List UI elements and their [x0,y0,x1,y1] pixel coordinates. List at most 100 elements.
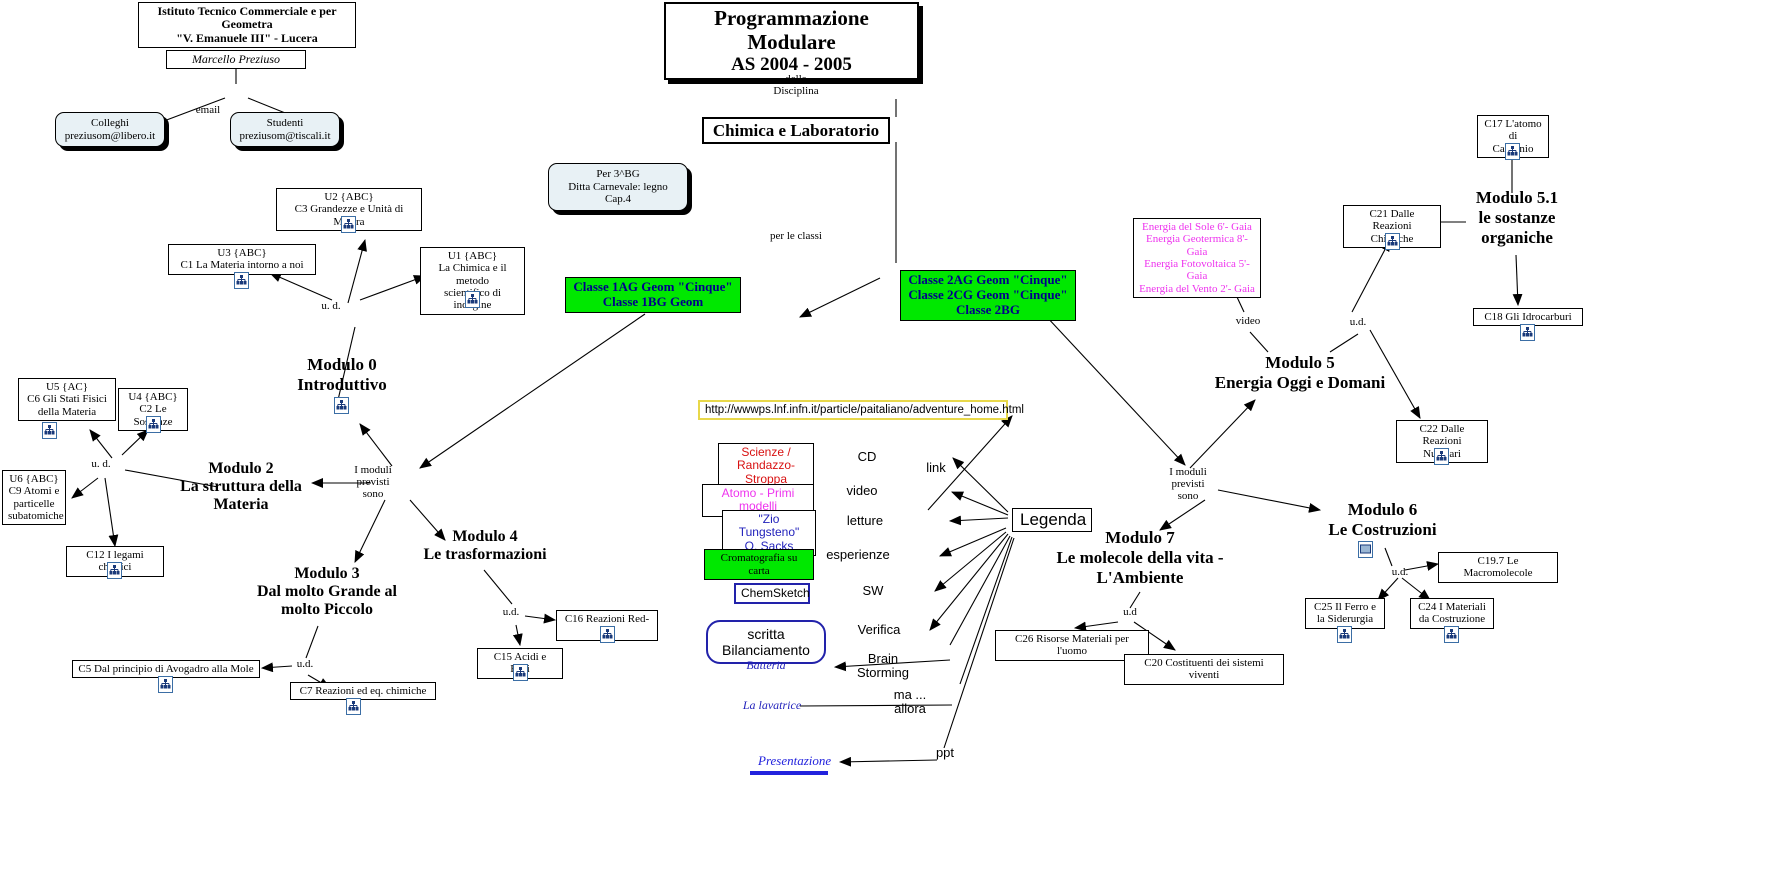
della-line-2: Disciplina [773,85,819,98]
class-1-line-1: Classe 1AG Geom "Cinque" [573,279,733,294]
submap-icon-c12[interactable] [107,562,122,579]
institute-box[interactable]: Istituto Tecnico Commerciale e per Geome… [138,2,356,49]
scienze-line-1: Scienze / [741,445,791,459]
legend-target-batteria[interactable]: Batteria [736,658,796,673]
module-3[interactable]: Modulo 3 Dal molto Grande al molto Picco… [232,565,422,619]
c24-line-2: da Costruzione [1418,613,1486,626]
concept-c19-box[interactable]: C19.7 Le Macromolecole [1438,552,1558,583]
module-0[interactable]: Modulo 0 Introduttivo [262,355,422,395]
colleghi-email: preziusom@libero.it [64,129,156,142]
submap-icon-u5[interactable] [42,422,57,439]
concept-c7-box[interactable]: C7 Reazioni ed eq. chimiche [290,682,436,701]
unit-u5-box[interactable]: U5 {AC} C6 Gli Stati Fisici della Materi… [18,378,116,421]
allora-line-2: allora [894,701,926,717]
legend-label-cd: CD [857,449,877,464]
submap-icon-c24[interactable] [1444,626,1459,643]
submap-icon-c18[interactable] [1520,324,1535,341]
zio-line-1: "Zio Tungsteno" [738,512,800,540]
u5-line-2: C6 Gli Stati Fisici [27,393,107,406]
legend-target-presentazione[interactable]: Presentazione [750,752,831,775]
cromatografia-label: Cromatografia su carta [720,552,798,577]
legend-target-zio-tungsteno[interactable]: "Zio Tungsteno" O. Sacks [722,510,816,557]
brain-line-1: Brain [867,651,899,666]
module-5-1[interactable]: Modulo 5.1 le sostanze organiche [1452,188,1582,248]
legend-target-chemsketch[interactable]: ChemSketch [734,583,810,605]
moduli-previsti-right-label: I moduli previsti sono [1150,466,1226,502]
author-box[interactable]: Marcello Preziuso [166,50,306,70]
unit-u1-box[interactable]: U1 {ABC} La Chimica e il metodo scientif… [420,247,525,315]
legend-title-box[interactable]: Legenda [1012,508,1092,532]
unit-u3-box[interactable]: U3 {ABC} C1 La Materia intorno a noi [168,244,316,275]
atomo-label: Atomo - Primi modelli [721,486,795,514]
batteria-label: Batteria [746,658,786,672]
unit-u6-box[interactable]: U6 {ABC} C9 Atomi e particelle subatomic… [2,470,66,526]
submap-icon-u4[interactable] [146,416,161,433]
ud-label-modulo5: u.d. [1349,316,1367,328]
concept-c5-box[interactable]: C5 Dal principio di Avogadro alla Mole [72,660,260,679]
ud-label-modulo7: u.d [1123,606,1137,618]
u2-line-1: U2 {ABC} [324,191,374,203]
submap-icon-u2[interactable] [341,216,356,233]
legend-label-video: video [846,483,878,498]
discipline-box[interactable]: Chimica e Laboratorio [702,117,890,145]
module-4[interactable]: Modulo 4 Le trasformazioni [405,528,565,564]
main-title-line-1: Programmazione Modulare [714,6,869,54]
legend-target-cromatografia[interactable]: Cromatografia su carta [704,549,814,581]
u4-line-1: U4 {ABC} [128,391,178,403]
class-group-2-box[interactable]: Classe 2AG Geom "Cinque" Classe 2CG Geom… [900,270,1076,321]
submap-icon-c15[interactable] [513,664,528,681]
submap-icon-module-0[interactable] [334,397,349,414]
submap-icon-u3[interactable] [234,272,249,289]
ditta-line-1: Per 3^BG [596,168,640,180]
concept-c18-box[interactable]: C18 Gli Idrocarburi [1473,308,1583,327]
energia-gaia-box[interactable]: Energia del Sole 6'- Gaia Energia Geoter… [1133,218,1261,298]
submap-icon-c16[interactable] [600,626,615,643]
module-2[interactable]: Modulo 2 La struttura della Materia [160,460,322,514]
concept-c17-box[interactable]: C17 L'atomo di Carbonio [1477,115,1549,158]
ud-label-modulo4: u.d. [502,606,520,618]
class-group-1-box[interactable]: Classe 1AG Geom "Cinque" Classe 1BG Geom [565,277,741,313]
u6-line-2: C9 Atomi e [8,485,60,498]
ditta-carnevale-note[interactable]: Per 3^BG Ditta Carnevale: legno Cap.4 [548,163,688,211]
module-7-name: Modulo 7 [1105,528,1175,547]
module-7[interactable]: Modulo 7 Le molecole della vita - L'Ambi… [1020,528,1260,588]
submap-icon-u1[interactable] [465,291,480,308]
legend-target-bilanciamento[interactable]: scritta Bilanciamento [706,620,826,664]
u6-line-1: U6 {ABC} [9,473,59,485]
module-4-subtitle: Le trasformazioni [423,546,547,563]
submap-icon-c17[interactable] [1505,143,1520,160]
module-5-1-subtitle-2: organiche [1481,228,1553,247]
concept-c24-box[interactable]: C24 I Materiali da Costruzione [1410,598,1494,629]
legend-label-ppt: ppt [935,745,955,760]
moduli-left-line-2: previsti [356,476,390,489]
submap-icon-c5[interactable] [158,676,173,693]
c25-line-2: la Siderurgia [1316,613,1374,626]
u5-line-3: della Materia [37,405,97,418]
submap-icon-c21[interactable] [1385,233,1400,250]
moduli-right-line-1: I moduli [1169,466,1207,478]
legend-target-lavatrice[interactable]: La lavatrice [736,698,808,713]
legend-url-box[interactable]: http://wwwps.lnf.infn.it/particle/paital… [698,400,1024,420]
concept-c26-box[interactable]: C26 Risorse Materiali per l'uomo [995,630,1149,661]
module-6[interactable]: Modulo 6 Le Costruzioni [1300,500,1465,540]
colleghi-box[interactable]: Colleghi preziusom@libero.it [55,112,165,148]
main-title-box[interactable]: Programmazione Modulare AS 2004 - 2005 [664,2,919,81]
ud-label-modulo2: u. d. [91,458,111,470]
concept-c25-box[interactable]: C25 Il Ferro e la Siderurgia [1305,598,1385,629]
submap-icon-c25[interactable] [1337,626,1352,643]
ud-label-modulo6: u.d. [1391,566,1409,578]
module-5[interactable]: Modulo 5 Energia Oggi e Domani [1195,353,1405,393]
studenti-box[interactable]: Studenti preziusom@tiscali.it [230,112,340,148]
moduli-left-line-1: I moduli [354,464,392,476]
submap-icon-module-6[interactable] [1358,541,1373,558]
submap-icon-c22[interactable] [1434,448,1449,465]
module-5-subtitle: Energia Oggi e Domani [1214,373,1386,392]
main-title-line-2: AS 2004 - 2005 [731,54,852,76]
module-4-name: Modulo 4 [452,528,518,545]
module-6-subtitle: Le Costruzioni [1328,520,1437,539]
u3-line-2: C1 La Materia intorno a noi [180,259,304,272]
concept-c20-box[interactable]: C20 Costituenti dei sistemi viventi [1124,654,1284,685]
legend-target-scienze[interactable]: Scienze / Randazzo-Stroppa [718,443,814,490]
submap-icon-c7[interactable] [346,698,361,715]
